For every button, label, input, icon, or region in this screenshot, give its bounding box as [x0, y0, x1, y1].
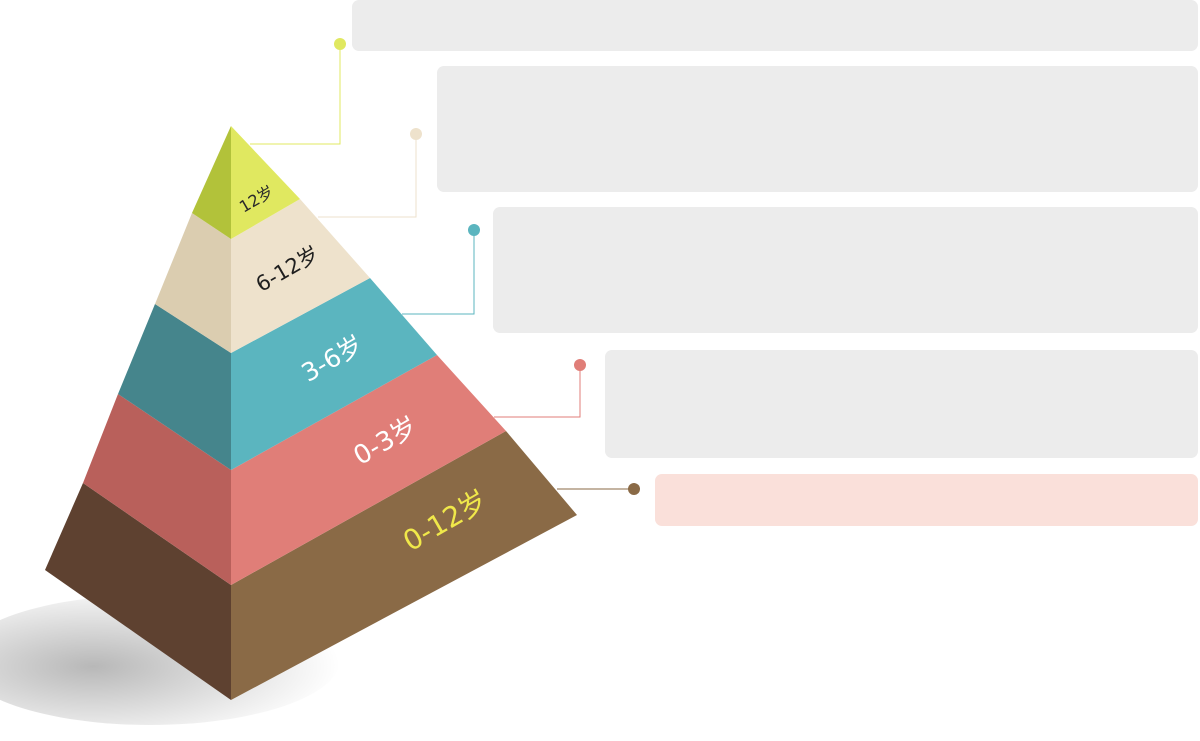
connector-dot-4 — [574, 359, 586, 371]
info-panel-3 — [493, 207, 1198, 333]
layer-2-left-face — [155, 213, 231, 353]
layer-3-right-face — [231, 278, 437, 470]
connector-dot-5 — [628, 483, 640, 495]
layer-1-right-face — [231, 126, 300, 239]
layer-4-left-face — [83, 394, 231, 585]
info-panel-4 — [605, 350, 1198, 458]
connector-line-4 — [494, 365, 581, 418]
layer-5-right-face — [231, 431, 577, 700]
connector-dot-3 — [468, 224, 480, 236]
layer-2-right-face — [231, 199, 370, 353]
info-panel-1 — [352, 0, 1198, 51]
layer-4-right-face — [231, 355, 506, 585]
connector-line-3 — [402, 230, 475, 315]
info-panel-5 — [655, 474, 1198, 526]
layer-5-left-face — [45, 483, 231, 700]
layer-1-left-face — [192, 126, 231, 239]
connector-dot-1 — [334, 38, 346, 50]
connector-dot-2 — [410, 128, 422, 140]
connector-line-2 — [318, 134, 417, 218]
info-panel-2 — [437, 66, 1198, 192]
connector-line-1 — [250, 44, 341, 145]
layer-3-left-face — [118, 304, 231, 470]
